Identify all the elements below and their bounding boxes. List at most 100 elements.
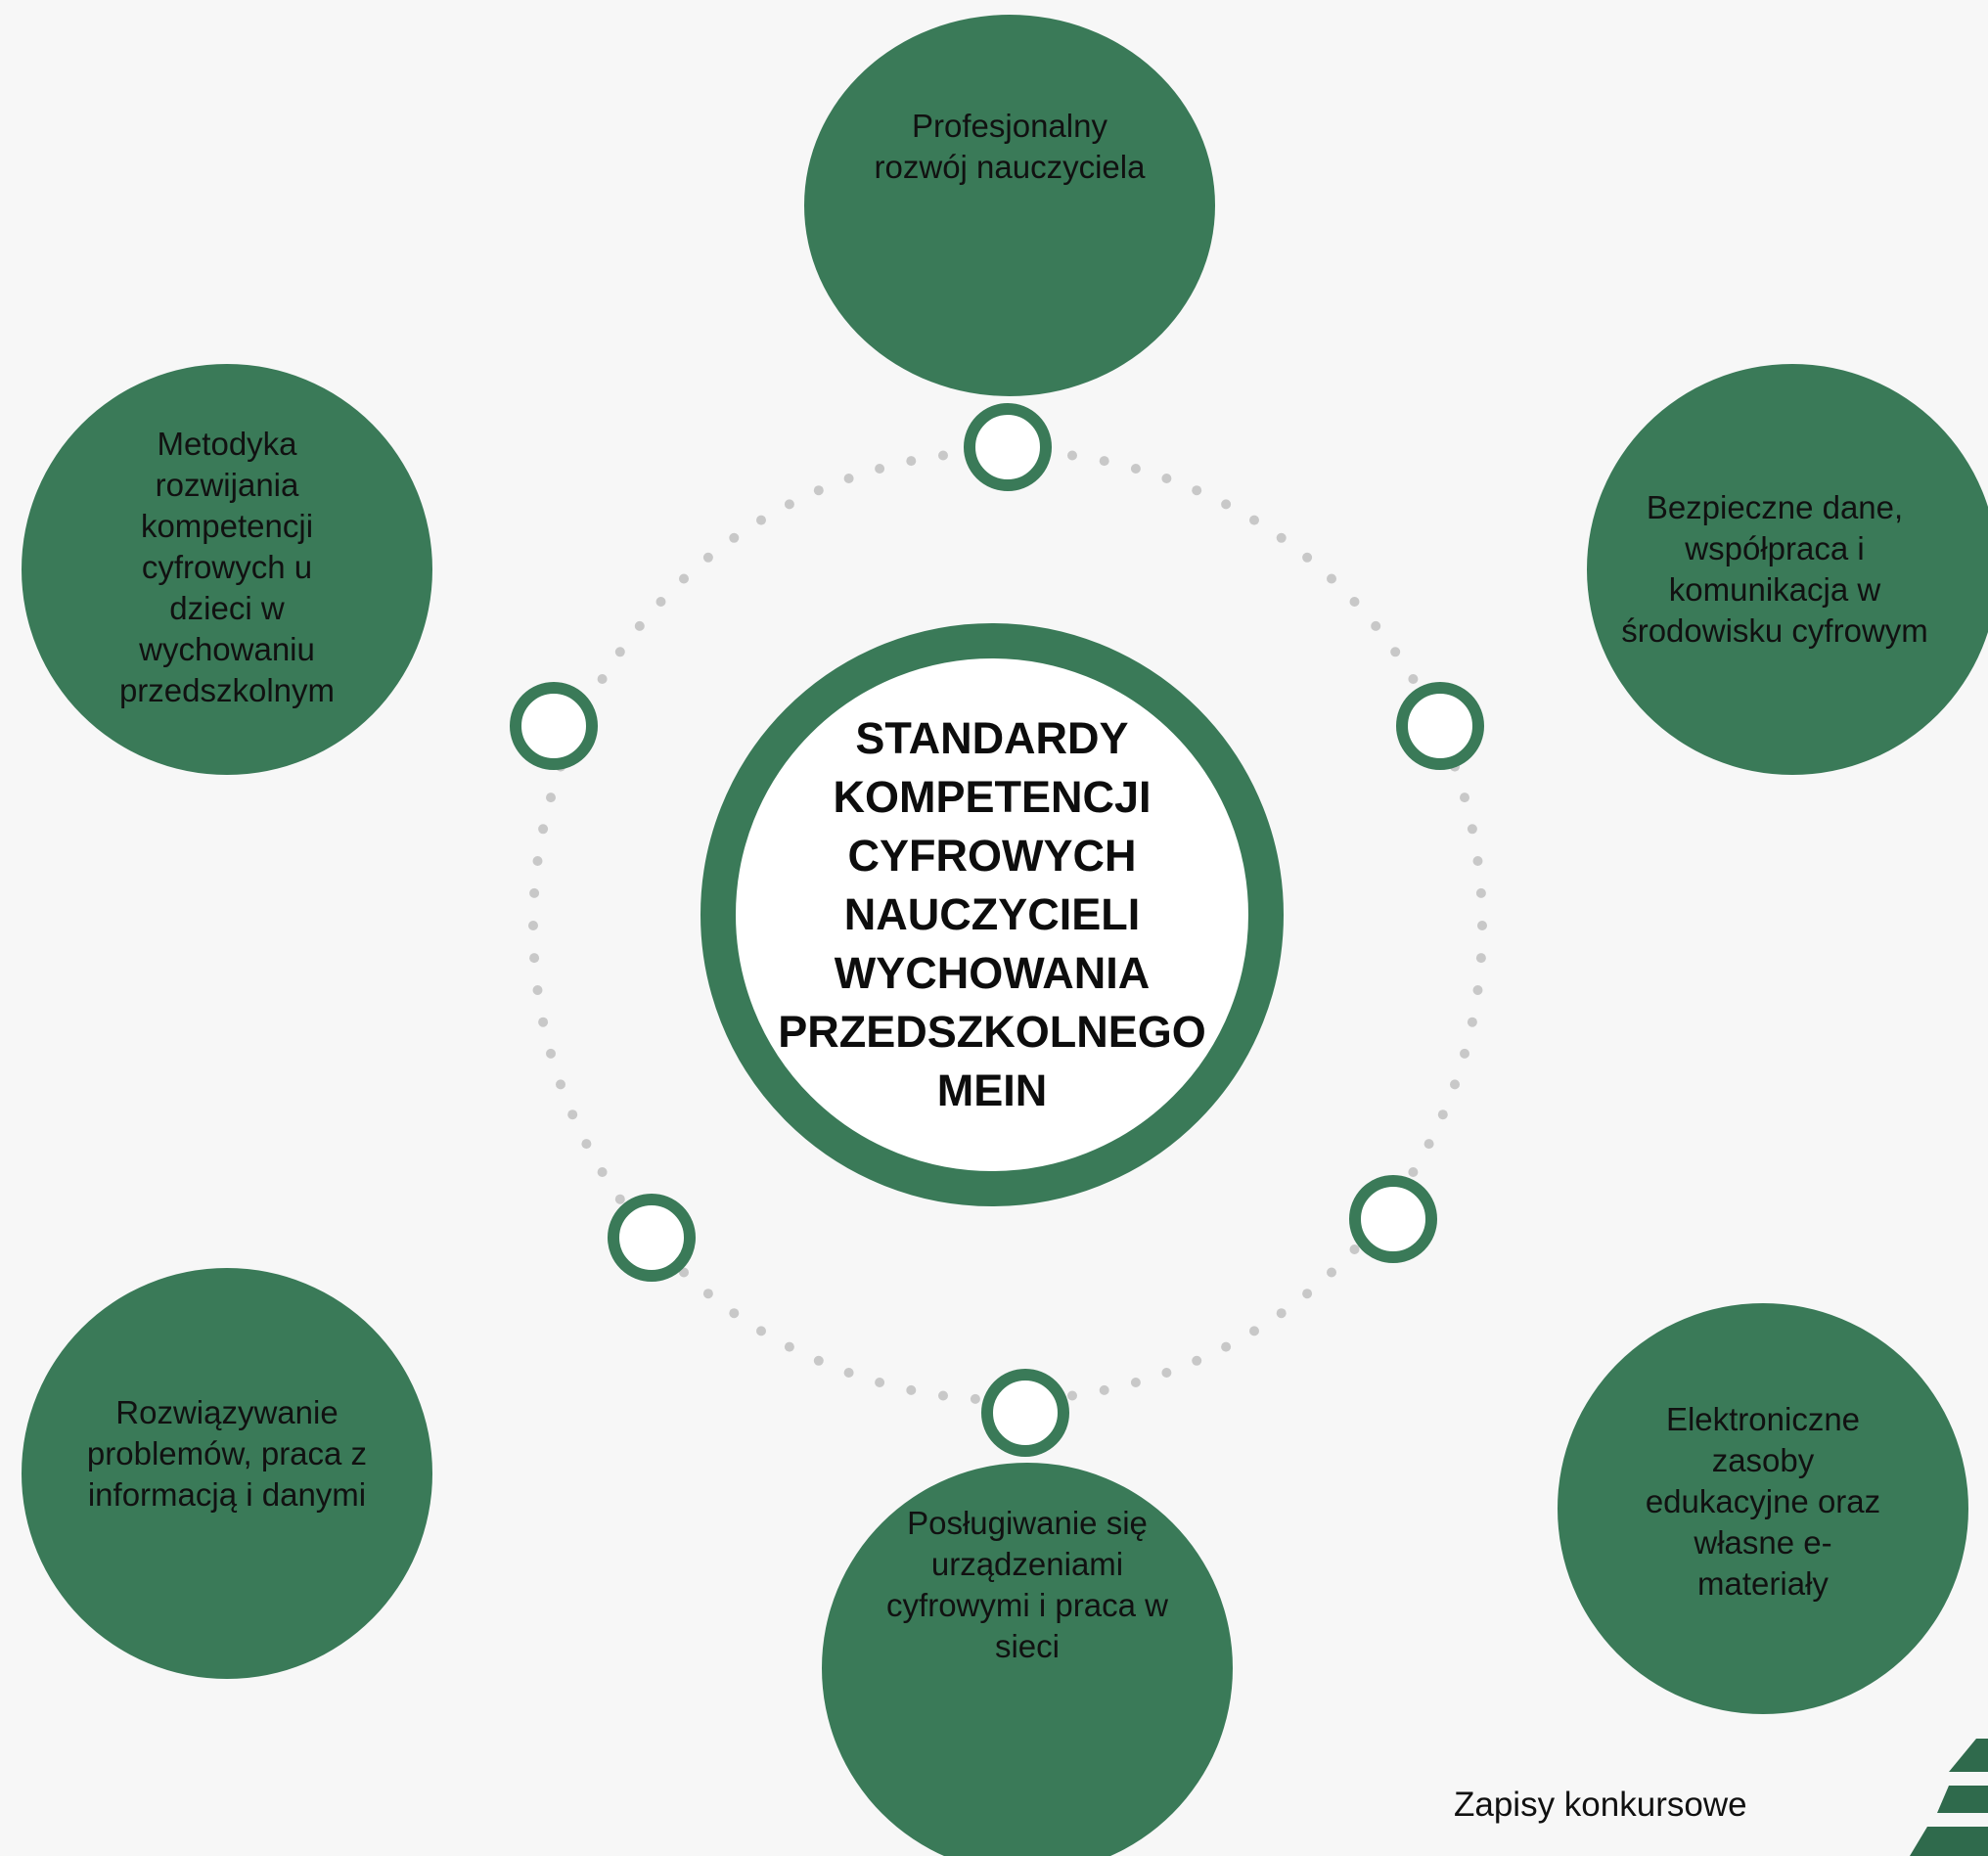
- topic-bubble-top: Profesjonalny rozwój nauczyciela: [804, 15, 1215, 396]
- orbit-dot: [906, 456, 917, 467]
- orbit-dot: [1192, 485, 1202, 496]
- orbit-dot: [556, 1079, 565, 1090]
- orbit-dot: [702, 1289, 713, 1299]
- orbit-dot: [655, 597, 666, 607]
- orbit-dot: [938, 450, 948, 461]
- connector-ring-bottom-right: [1349, 1175, 1437, 1263]
- orbit-dot: [1221, 1341, 1232, 1352]
- orbit-dot: [1161, 1368, 1172, 1378]
- orbit-dot: [1475, 887, 1486, 898]
- orbit-dot: [1221, 499, 1232, 510]
- orbit-dot: [538, 1017, 549, 1027]
- orbit-dot: [906, 1384, 917, 1395]
- orbit-dot: [614, 647, 625, 657]
- connector-ring-bottom: [981, 1369, 1069, 1457]
- orbit-dot: [1437, 1109, 1448, 1120]
- orbit-dot: [1302, 1289, 1313, 1299]
- orbit-dot: [546, 1048, 556, 1059]
- connector-ring-bottom-left: [608, 1194, 696, 1282]
- stacked-chevron-logo-icon: [1910, 1739, 1988, 1856]
- orbit-dot: [1067, 450, 1077, 461]
- orbit-dot: [1276, 1308, 1287, 1319]
- orbit-dot: [597, 1167, 608, 1177]
- orbit-dot: [546, 792, 556, 803]
- orbit-dot: [875, 464, 885, 474]
- connector-ring-top: [964, 403, 1052, 491]
- orbit-dot: [843, 474, 854, 483]
- orbit-dot: [634, 620, 645, 631]
- orbit-dot: [679, 573, 689, 584]
- orbit-dot: [1450, 1079, 1460, 1090]
- orbit-dot: [528, 921, 538, 930]
- orbit-dot: [1475, 953, 1486, 964]
- orbit-dot: [1460, 792, 1469, 803]
- orbit-dot: [938, 1390, 948, 1401]
- topic-bubble-top-right: Bezpieczne dane, współpraca i komunikacj…: [1587, 364, 1988, 775]
- orbit-dot: [1099, 456, 1109, 467]
- topic-label-bottom-left: Rozwiązywanie problemów, praca z informa…: [86, 1394, 368, 1513]
- orbit-dot: [1067, 1390, 1077, 1401]
- orbit-dot: [532, 985, 543, 995]
- orbit-dot: [784, 1341, 794, 1352]
- orbit-dot: [1161, 474, 1172, 483]
- topic-label-bottom: Posługiwanie się urządzeniami cyfrowymi …: [886, 1505, 1168, 1664]
- orbit-dot: [1390, 647, 1401, 657]
- topic-bubble-bottom-right: Elektroniczne zasoby edukacyjne oraz wła…: [1558, 1303, 1968, 1714]
- connector-rings: [510, 403, 1484, 1457]
- orbit-dot: [1249, 515, 1259, 525]
- orbit-dot: [1302, 552, 1313, 563]
- orbit-dot: [1472, 985, 1483, 995]
- center-title: STANDARDY KOMPETENCJI CYFROWYCH NAUCZYCI…: [778, 713, 1206, 1115]
- orbit-dot: [702, 552, 713, 563]
- orbit-dot: [1130, 464, 1141, 474]
- connector-ring-top-right: [1396, 682, 1484, 770]
- orbit-dot: [1349, 597, 1360, 607]
- topic-label-bottom-right: Elektroniczne zasoby edukacyjne oraz wła…: [1645, 1401, 1881, 1602]
- orbit-dot: [581, 1139, 592, 1150]
- orbit-dot: [1249, 1326, 1259, 1336]
- orbit-dot: [1130, 1378, 1141, 1387]
- orbit-dot: [529, 887, 540, 898]
- topic-label-top: Profesjonalny rozwój nauczyciela: [874, 108, 1146, 185]
- orbit-dot: [784, 499, 794, 510]
- orbit-dot: [1327, 1267, 1336, 1278]
- orbit-dot: [614, 1194, 625, 1204]
- topic-bubble-bottom-left: Rozwiązywanie problemów, praca z informa…: [22, 1268, 432, 1679]
- orbit-dot: [875, 1378, 885, 1387]
- orbit-dot: [813, 1355, 824, 1366]
- orbit-dot: [1408, 1167, 1419, 1177]
- footer-label: Zapisy konkursowe: [1454, 1786, 1747, 1824]
- connector-ring-top-left: [510, 682, 598, 770]
- orbit-dot: [1423, 1139, 1434, 1150]
- orbit-dot: [532, 856, 543, 866]
- orbit-dot: [1408, 674, 1419, 684]
- orbit-dot: [538, 824, 549, 835]
- orbit-dot: [1472, 856, 1483, 866]
- topic-label-top-left: Metodyka rozwijania kompetencji cyfrowyc…: [118, 426, 336, 708]
- orbit-dot: [1327, 573, 1336, 584]
- topic-bubble-bottom: Posługiwanie się urządzeniami cyfrowymi …: [822, 1463, 1233, 1856]
- orbit-dot: [756, 1326, 766, 1336]
- orbit-dot: [529, 953, 540, 964]
- orbit-dot: [1467, 824, 1477, 835]
- orbit-dot: [597, 674, 608, 684]
- topic-label-top-right: Bezpieczne dane, współpraca i komunikacj…: [1621, 489, 1928, 649]
- center-circle: STANDARDY KOMPETENCJI CYFROWYCH NAUCZYCI…: [700, 623, 1284, 1206]
- orbit-dot: [1371, 620, 1381, 631]
- orbit-dot: [1099, 1384, 1109, 1395]
- topic-bubble-top-left: Metodyka rozwijania kompetencji cyfrowyc…: [22, 364, 432, 775]
- orbit-dot: [1276, 532, 1287, 543]
- orbit-dot: [567, 1109, 578, 1120]
- orbit-dot: [729, 532, 740, 543]
- orbit-dot: [1192, 1355, 1202, 1366]
- orbit-dot: [1349, 1245, 1360, 1254]
- orbit-dot: [970, 1393, 980, 1404]
- orbit-dot: [1467, 1017, 1477, 1027]
- orbit-dot: [843, 1368, 854, 1378]
- orbit-dot: [756, 515, 766, 525]
- orbit-dot: [1477, 921, 1487, 930]
- orbit-dot: [729, 1308, 740, 1319]
- dotted-orbit-ring: [528, 446, 1487, 1405]
